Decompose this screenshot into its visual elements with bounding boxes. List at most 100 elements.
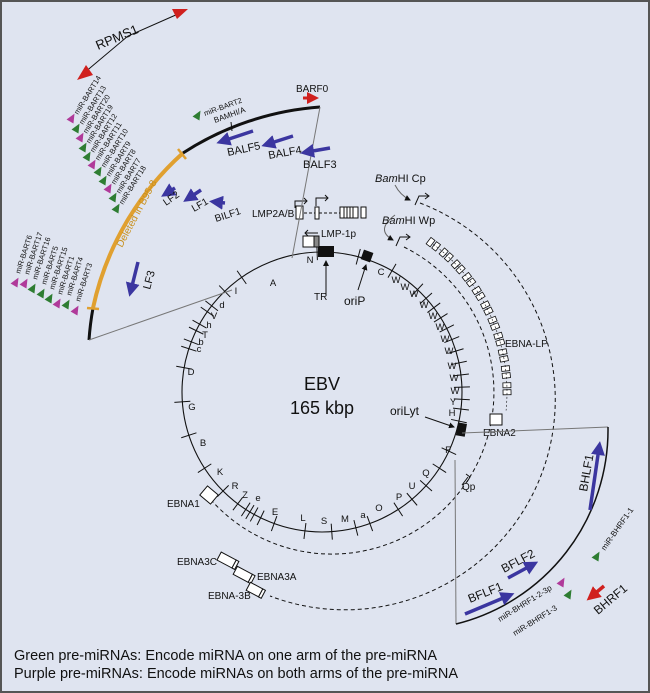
segment-tick bbox=[444, 336, 460, 344]
cp-wp-curve bbox=[384, 214, 396, 241]
bhlf1-label: BHLF1 bbox=[576, 453, 596, 493]
lmp1p-label: LMP-1p bbox=[321, 229, 356, 240]
mirna-triangle bbox=[103, 183, 112, 194]
mirna-triangle bbox=[27, 283, 36, 294]
ebna-lp-label: EBNA-LP bbox=[505, 339, 548, 350]
segment-ticks bbox=[174, 244, 470, 540]
segment-label: S bbox=[321, 516, 327, 527]
segment-tick bbox=[452, 407, 469, 411]
segment-label: L bbox=[300, 513, 305, 524]
segment-label: W bbox=[392, 275, 401, 286]
legend-purple: Purple pre-miRNAs: Encode miRNAs on both… bbox=[14, 666, 459, 682]
ebna2-label: EBNA2 bbox=[483, 428, 516, 439]
lmp1-exons bbox=[313, 235, 320, 248]
balf4-arrow bbox=[261, 134, 294, 149]
bhlf1-region-arc bbox=[455, 426, 609, 625]
lmp2-exon-cluster bbox=[339, 206, 359, 219]
ebna1-label: EBNA1 bbox=[167, 499, 200, 510]
segment-label: W bbox=[450, 373, 459, 384]
segment-label: R bbox=[232, 481, 239, 492]
segment-label: F bbox=[445, 445, 451, 456]
segment-tick bbox=[256, 510, 265, 526]
ebna-lp-exons bbox=[425, 236, 512, 411]
segment-tick bbox=[366, 515, 374, 532]
balf5-label: BALF5 bbox=[226, 140, 261, 159]
mirna-triangle bbox=[78, 142, 87, 153]
segment-label: N bbox=[307, 255, 314, 266]
orip-label: oriP bbox=[344, 294, 365, 308]
segment-label: d bbox=[219, 300, 224, 311]
ebna-lp-exon bbox=[471, 285, 486, 302]
segment-label: W bbox=[441, 334, 450, 345]
bilf1-arrow bbox=[209, 195, 226, 210]
segment-tick bbox=[406, 492, 418, 506]
lf2-arrow bbox=[161, 183, 177, 197]
segment-label: C bbox=[378, 267, 385, 278]
segment-label: W bbox=[429, 311, 438, 322]
segment-tick bbox=[249, 507, 259, 522]
mirna-triangle bbox=[19, 278, 28, 289]
segment-tick bbox=[216, 484, 230, 498]
segment-label: U bbox=[409, 481, 416, 492]
segment-label: Q bbox=[422, 468, 429, 479]
orilyt-label: oriLyt bbox=[390, 404, 420, 418]
segment-tick bbox=[411, 283, 424, 296]
mirna-triangle bbox=[591, 551, 600, 562]
lf2-label: LF2 bbox=[161, 189, 182, 208]
segment-label: E bbox=[272, 507, 278, 518]
segment-tick bbox=[240, 502, 251, 517]
mirna-triangle bbox=[52, 298, 61, 309]
legend-green: Green pre-miRNAs: Encode miRNA on one ar… bbox=[14, 648, 438, 664]
segment-tick bbox=[353, 519, 359, 536]
rpms1-line bbox=[83, 13, 179, 74]
mirna-label: miR-BHRF1-1 bbox=[599, 505, 635, 552]
tr-label: TR bbox=[314, 292, 327, 303]
mirna-triangle bbox=[556, 577, 565, 588]
deletion-start-tick bbox=[177, 148, 187, 160]
segment-tick bbox=[419, 292, 433, 305]
ebna-lp-exon bbox=[497, 348, 509, 363]
mirna-triangle bbox=[563, 589, 572, 600]
segment-label: a bbox=[360, 510, 366, 521]
ebna-lp-exon bbox=[500, 365, 511, 379]
bhlf1-arrow bbox=[588, 441, 605, 511]
lmp1-promoter-icon bbox=[304, 229, 318, 237]
lmp2b-promoter-icon bbox=[315, 194, 329, 206]
mirna-triangle bbox=[98, 175, 107, 186]
segment-tick bbox=[174, 400, 191, 403]
orip-box bbox=[360, 249, 374, 263]
segment-label: Z bbox=[242, 490, 248, 501]
bamhi-a-arc-right bbox=[182, 105, 321, 155]
segment-tick bbox=[439, 324, 455, 333]
segment-tick bbox=[205, 300, 219, 312]
segment-tick bbox=[245, 504, 255, 520]
segment-tick bbox=[452, 373, 469, 377]
bflf1-arrow bbox=[464, 592, 515, 616]
wp-label: BamHI Wp bbox=[382, 215, 435, 227]
segment-label: e bbox=[255, 493, 260, 504]
mirna-triangle bbox=[70, 305, 79, 316]
segment-label: W bbox=[445, 346, 454, 357]
mirna-triangle bbox=[108, 192, 117, 203]
cp-curve bbox=[394, 184, 411, 201]
ebna-lp-exon bbox=[480, 300, 494, 316]
ebna2-box bbox=[489, 413, 503, 426]
segment-label: b bbox=[198, 337, 203, 348]
bilf1-label: BILF1 bbox=[214, 206, 243, 225]
mirna-triangle bbox=[61, 299, 70, 310]
segment-label: Y bbox=[450, 397, 457, 408]
balf4-label: BALF4 bbox=[267, 144, 302, 162]
segment-label: T bbox=[202, 330, 208, 341]
segment-label: P bbox=[396, 492, 402, 503]
ebna-lp-intron-line bbox=[433, 244, 508, 411]
expansion-line-right bbox=[291, 106, 321, 259]
mirna-triangle bbox=[44, 293, 53, 304]
qp-promoter-icon bbox=[461, 473, 471, 486]
cp-transcript-dashed bbox=[269, 202, 556, 611]
lf3-label: LF3 bbox=[141, 269, 158, 290]
qp-label: Qp bbox=[462, 482, 476, 493]
segment-tick bbox=[451, 418, 467, 424]
mirna-triangle bbox=[71, 123, 80, 134]
mirna-triangle bbox=[75, 132, 84, 143]
